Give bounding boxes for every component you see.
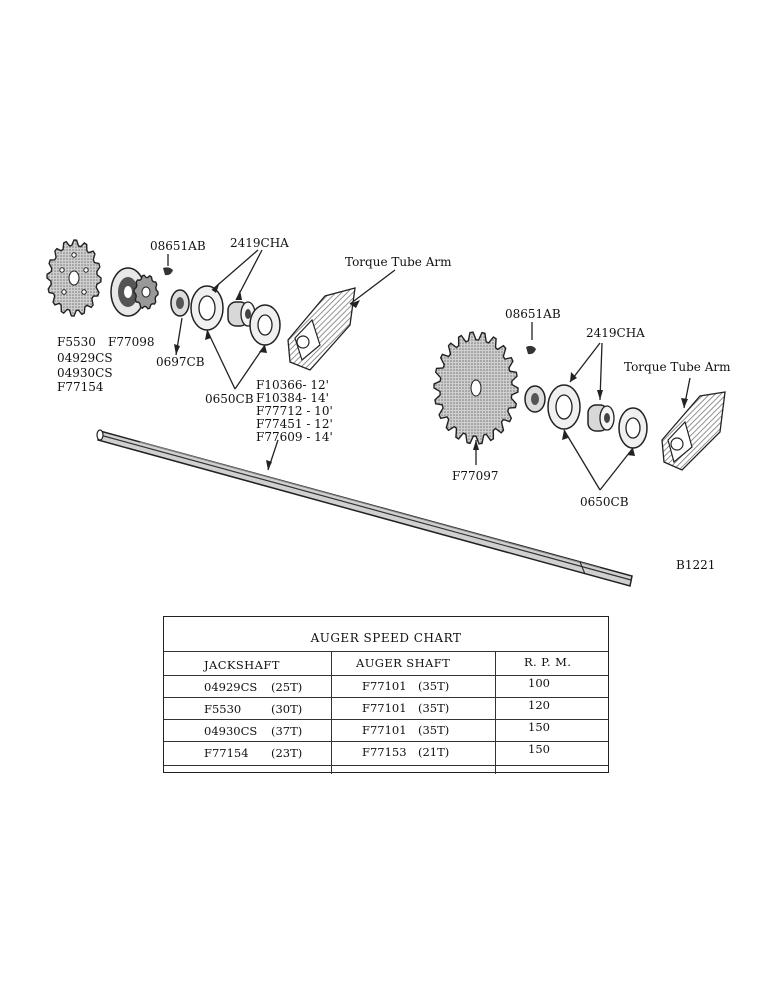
jackshaft-teeth: (30T) bbox=[271, 702, 303, 716]
auger-teeth: (35T) bbox=[418, 679, 450, 693]
rpm-value: 120 bbox=[528, 698, 550, 712]
auger-teeth: (21T) bbox=[418, 745, 450, 759]
bearing-right-small bbox=[524, 385, 546, 413]
flange-0650cb-left-1 bbox=[190, 285, 224, 331]
shaft-part-3: F77712 - 10' bbox=[256, 404, 333, 418]
label-torque-tube-arm-right: Torque Tube Arm bbox=[624, 360, 731, 374]
auger-part: F77101 bbox=[362, 723, 407, 737]
label-f77154: F77154 bbox=[57, 380, 104, 394]
auger-teeth: (35T) bbox=[418, 701, 450, 715]
shaft-part-2: F10384- 14' bbox=[256, 391, 329, 405]
arrowheads bbox=[174, 282, 688, 470]
auger-part: F77153 bbox=[362, 745, 407, 759]
torque-tube-arm-right bbox=[661, 391, 726, 471]
flange-0650cb-left-2 bbox=[249, 304, 281, 346]
jackshaft-part: F77154 bbox=[204, 746, 249, 760]
label-0697cb: 0697CB bbox=[156, 355, 205, 369]
auger-part: F77101 bbox=[362, 701, 407, 715]
rpm-value: 150 bbox=[528, 720, 550, 734]
auger-speed-chart: AUGER SPEED CHART JACKSHAFT AUGER SHAFT … bbox=[163, 616, 609, 774]
rpm-value: 150 bbox=[528, 742, 550, 756]
flange-0650cb-right-1 bbox=[547, 384, 581, 430]
leader-lines bbox=[167, 249, 691, 491]
sprocket-f5530 bbox=[46, 239, 102, 317]
label-torque-tube-arm-left: Torque Tube Arm bbox=[345, 255, 452, 269]
bolt-hole bbox=[59, 267, 65, 273]
shaft-part-5: F77609 - 14' bbox=[256, 430, 333, 444]
flange-0650cb-right-2 bbox=[618, 407, 648, 449]
label-0650cb-left: 0650CB bbox=[205, 392, 254, 406]
sprocket-hub-f77098 bbox=[110, 267, 159, 317]
rpm-value: 100 bbox=[528, 676, 550, 690]
label-04930cs: 04930CS bbox=[57, 366, 113, 380]
jackshaft-part: 04930CS bbox=[204, 724, 258, 738]
label-08651ab-right: 08651AB bbox=[505, 307, 561, 321]
jackshaft-part: 04929CS bbox=[204, 680, 258, 694]
label-f77097: F77097 bbox=[452, 469, 499, 483]
bearing-2419cha-right bbox=[587, 404, 615, 432]
bolt-hole bbox=[61, 289, 67, 295]
key-08651ab-left bbox=[163, 267, 173, 276]
shaft-part-4: F77451 - 12' bbox=[256, 417, 333, 431]
header-jackshaft: JACKSHAFT bbox=[204, 658, 280, 672]
parts-diagram bbox=[46, 239, 726, 587]
bearing-0697cb bbox=[170, 289, 190, 317]
figure-id: B1221 bbox=[676, 558, 716, 572]
sprocket-f77097 bbox=[433, 331, 519, 445]
header-rpm: R. P. M. bbox=[524, 655, 572, 669]
torque-tube-arm-left bbox=[287, 287, 356, 371]
jackshaft-teeth: (37T) bbox=[271, 724, 303, 738]
bolt-hole bbox=[81, 289, 87, 295]
label-f5530: F5530 bbox=[57, 335, 96, 349]
header-auger-shaft: AUGER SHAFT bbox=[356, 656, 451, 670]
gear-hub-hole bbox=[470, 379, 482, 397]
label-f77098: F77098 bbox=[108, 335, 155, 349]
label-2419cha-right: 2419CHA bbox=[586, 326, 645, 340]
auger-teeth: (35T) bbox=[418, 723, 450, 737]
chart-title: AUGER SPEED CHART bbox=[310, 631, 462, 645]
bolt-hole bbox=[83, 267, 89, 273]
jackshaft-teeth: (23T) bbox=[271, 746, 303, 760]
auger-part: F77101 bbox=[362, 679, 407, 693]
label-08651ab-left: 08651AB bbox=[150, 239, 206, 253]
gear-hub-hole bbox=[68, 270, 80, 286]
label-2419cha-left: 2419CHA bbox=[230, 236, 289, 250]
jackshaft-teeth: (25T) bbox=[271, 680, 303, 694]
jackshaft-part: F5530 bbox=[204, 702, 242, 716]
bolt-hole bbox=[71, 252, 77, 258]
label-0650cb-right: 0650CB bbox=[580, 495, 629, 509]
shaft-part-1: F10366- 12' bbox=[256, 378, 329, 392]
label-04929cs: 04929CS bbox=[57, 351, 113, 365]
gear-hub-hole bbox=[141, 286, 151, 298]
auger-shaft bbox=[96, 429, 633, 587]
key-08651ab-right bbox=[526, 345, 536, 355]
